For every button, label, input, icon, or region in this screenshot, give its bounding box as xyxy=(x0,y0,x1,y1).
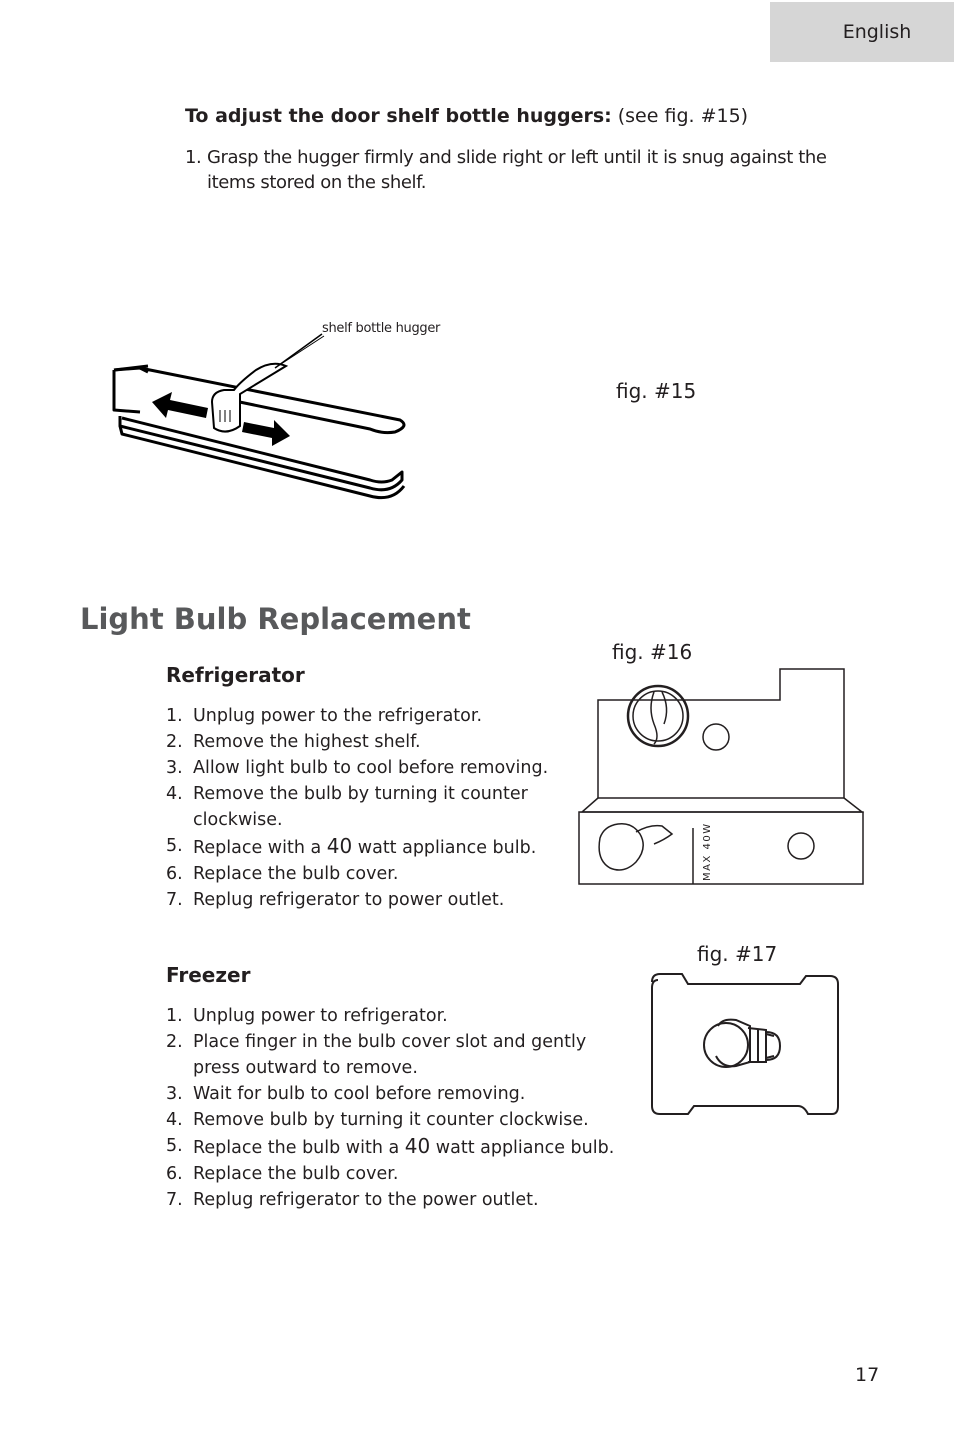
wattage-value: 40 xyxy=(326,834,353,858)
fig16-illustration: MAX 40W xyxy=(578,668,865,885)
adjust-heading-reference: (see fig. #15) xyxy=(617,105,749,127)
step-item: 2. Place finger in the bulb cover slot an… xyxy=(166,1029,614,1055)
step-number: 3. xyxy=(166,758,183,778)
fig17-illustration xyxy=(651,973,839,1115)
fig15-callout: shelf bottle hugger xyxy=(322,321,441,336)
step-text: Place finger in the bulb cover slot and … xyxy=(193,1032,587,1052)
arrow-left-icon xyxy=(152,392,208,418)
step-item: 7. Replug refrigerator to the power outle… xyxy=(166,1187,614,1213)
step-item: 5. Replace the bulb with a 40 watt applia… xyxy=(166,1133,614,1161)
step-number: 7. xyxy=(166,1190,183,1210)
freezer-heading: Freezer xyxy=(166,963,251,987)
step-text: watt appliance bulb. xyxy=(430,1138,615,1158)
step-number: 2. xyxy=(166,1032,183,1052)
adjust-heading: To adjust the door shelf bottle huggers:… xyxy=(185,103,748,127)
step-number: 4. xyxy=(166,1110,183,1130)
step-item: 1. Unplug power to the refrigerator. xyxy=(166,703,548,729)
hugger-piece xyxy=(210,362,289,433)
step-item: 4. Remove the bulb by turning it counter xyxy=(166,781,548,807)
step-text: Wait for bulb to cool before removing. xyxy=(193,1084,526,1104)
step-text: clockwise. xyxy=(193,810,283,830)
step-text: Replace the bulb cover. xyxy=(193,1164,399,1184)
step-text: press outward to remove. xyxy=(193,1058,418,1078)
language-tab-label: English xyxy=(842,21,912,43)
fig15-illustration xyxy=(112,333,406,500)
step-item: 3. Allow light bulb to cool before removi… xyxy=(166,755,548,781)
adjust-heading-text: To adjust the door shelf bottle huggers: xyxy=(185,105,612,127)
refrigerator-steps: 1. Unplug power to the refrigerator. 2. Rem… xyxy=(166,703,548,913)
page-number: 17 xyxy=(855,1364,880,1386)
step-item: 6. Replace the bulb cover. xyxy=(166,861,548,887)
step-item: 5. Replace with a 40 watt appliance bulb. xyxy=(166,833,548,861)
step-number: 1. xyxy=(166,706,183,726)
step-text: Remove bulb by turning it counter clockw… xyxy=(193,1110,589,1130)
step-number: 6. xyxy=(166,1164,183,1184)
fig17-label: fig. #17 xyxy=(697,942,778,966)
step-item: clockwise. xyxy=(166,807,548,833)
step-text: Unplug power to the refrigerator. xyxy=(193,706,483,726)
step-text: watt appliance bulb. xyxy=(352,838,537,858)
wattage-value: 40 xyxy=(404,1134,431,1158)
step-item: 7. Replug refrigerator to power outlet. xyxy=(166,887,548,913)
step-item: press outward to remove. xyxy=(166,1055,614,1081)
step-item: 4. Remove bulb by turning it counter cloc… xyxy=(166,1107,614,1133)
step-number: 6. xyxy=(166,864,183,884)
step-text: Unplug power to refrigerator. xyxy=(193,1006,448,1026)
language-tab: English xyxy=(770,2,954,62)
fig15-label: fig. #15 xyxy=(616,379,697,403)
step-text: Replug refrigerator to the power outlet. xyxy=(193,1190,539,1210)
step-number: 3. xyxy=(166,1084,183,1104)
step-item: 6. Replace the bulb cover. xyxy=(166,1161,614,1187)
fig16-label: fig. #16 xyxy=(612,640,693,664)
step-number: 2. xyxy=(166,732,183,752)
step-item: 2. Remove the highest shelf. xyxy=(166,729,548,755)
step-number: 1. xyxy=(166,1006,183,1026)
step-number: 5. xyxy=(166,1136,183,1156)
step-number: 4. xyxy=(166,784,183,804)
freezer-steps: 1. Unplug power to refrigerator. 2. Place f… xyxy=(166,1003,614,1213)
step-text: Allow light bulb to cool before removing… xyxy=(193,758,549,778)
step-item: 3. Wait for bulb to cool before removing. xyxy=(166,1081,614,1107)
step-item: 1. Unplug power to refrigerator. xyxy=(166,1003,614,1029)
step-text: Replace the bulb cover. xyxy=(193,864,399,884)
step-number: 7. xyxy=(166,890,183,910)
step-text: Remove the bulb by turning it counter xyxy=(193,784,528,804)
refrigerator-heading: Refrigerator xyxy=(166,663,305,687)
section-title: Light Bulb Replacement xyxy=(80,602,471,636)
arrow-right-icon xyxy=(242,420,290,446)
step-text: Replace with a xyxy=(193,838,327,858)
step-text: Replug refrigerator to power outlet. xyxy=(193,890,505,910)
adjust-step-line-2: items stored on the shelf. xyxy=(207,172,427,193)
step-text: Remove the highest shelf. xyxy=(193,732,421,752)
adjust-step-number: 1. xyxy=(185,147,202,168)
fig16-marking: MAX 40W xyxy=(702,822,713,881)
step-number: 5. xyxy=(166,836,183,856)
adjust-step: 1.Grasp the hugger firmly and slide righ… xyxy=(185,145,865,195)
adjust-step-line-1: Grasp the hugger firmly and slide right … xyxy=(207,147,827,168)
step-text: Replace the bulb with a xyxy=(193,1138,405,1158)
